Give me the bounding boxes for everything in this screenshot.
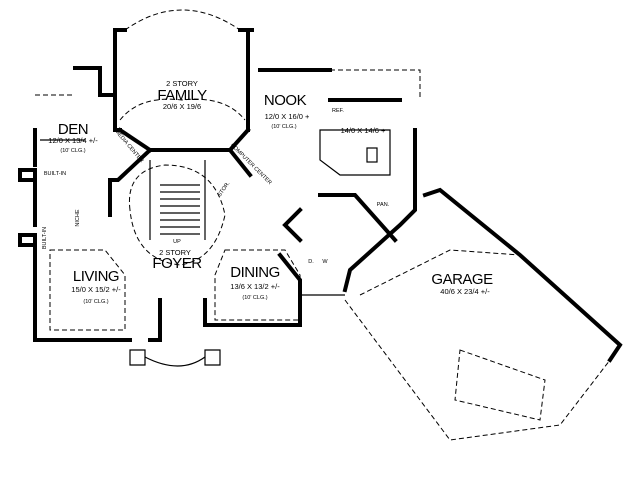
den-built-in-label: BUILT-IN: [44, 171, 66, 177]
foyer-name: FOYER: [152, 255, 202, 272]
living-name: LIVING: [73, 268, 119, 285]
foyer-prefix: 2 STORY: [159, 248, 191, 257]
den-ceiling: (10' CLG.): [60, 148, 85, 154]
family-prefix: 2 STORY: [166, 79, 198, 88]
living-size: 15/0 X 15/2 +/-: [71, 285, 121, 294]
washer-label: W: [322, 259, 328, 265]
nook-size: 12/0 X 16/0 +: [265, 112, 310, 121]
stairs-up-label: UP: [173, 239, 181, 245]
dining-ceiling: (10' CLG.): [242, 295, 267, 301]
garage-size: 40/6 X 23/4 +/-: [440, 287, 490, 296]
exterior-walls: [18, 9, 623, 441]
computer-center-label: COMPUTER CENTER: [229, 143, 273, 187]
dining-size: 13/6 X 13/2 +/-: [230, 282, 280, 291]
kitchen-size: 14/0 X 14/6 +: [341, 126, 386, 135]
storage-label: STOR.: [217, 180, 232, 198]
dryer-label: D.: [308, 259, 314, 265]
niche-label: NICHE: [75, 209, 81, 226]
den-size: 12/0 X 13/4 +/-: [48, 136, 98, 145]
family-size: 20/6 X 19/6: [163, 102, 201, 111]
interior-detail: [40, 98, 546, 421]
dining-name: DINING: [230, 264, 280, 281]
living-built-in-label: BUILT-IN: [42, 227, 48, 249]
refrigerator-label: REF.: [332, 108, 344, 114]
stair-treads: [160, 184, 200, 235]
nook-name: NOOK: [264, 92, 307, 109]
pantry-label: PAN.: [377, 202, 390, 208]
family-name: FAMILY: [157, 87, 207, 104]
garage-name: GARAGE: [431, 271, 493, 288]
living-ceiling: (10' CLG.): [83, 299, 108, 305]
nook-ceiling: (10' CLG.): [271, 124, 296, 130]
den-name: DEN: [58, 121, 88, 138]
